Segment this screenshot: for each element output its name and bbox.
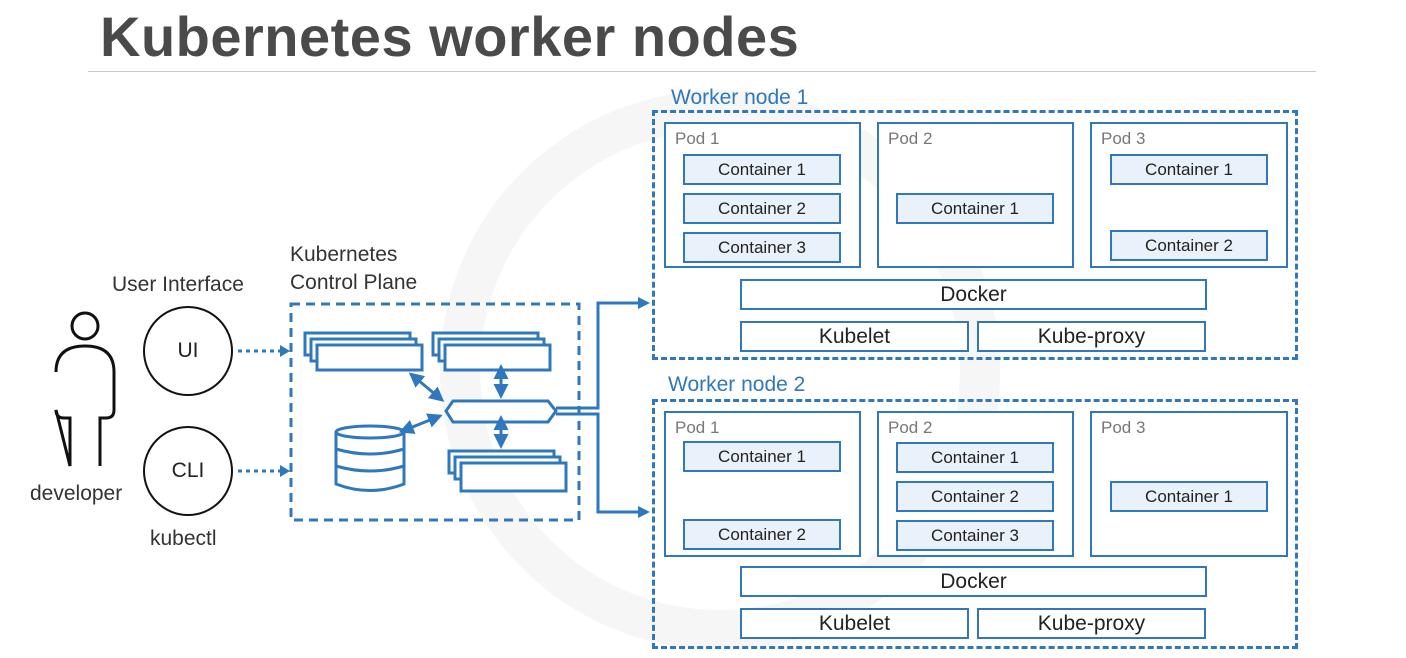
kube-proxy-bar: Kube-proxy <box>977 608 1206 639</box>
arrow-to-worker-node-1 <box>638 297 650 309</box>
ui-circle: UI <box>143 306 233 396</box>
pod-label: Pod 1 <box>675 418 720 437</box>
pod-label: Pod 1 <box>675 129 720 148</box>
pod-label: Pod 2 <box>888 418 933 437</box>
worker-node-1-pod-2: Pod 2 Container 1 <box>877 122 1074 268</box>
control-plane-to-workers-connector <box>556 301 640 514</box>
page-title: Kubernetes worker nodes <box>100 5 800 68</box>
container: Container 1 <box>896 442 1054 473</box>
container: Container 2 <box>1110 230 1268 261</box>
container: Container 3 <box>683 232 841 263</box>
hub-to-api-arrow <box>408 372 445 402</box>
kubelet-bar: Kubelet <box>740 608 969 639</box>
worker-node-1-pod-3: Pod 3 Container 1 Container 2 <box>1090 122 1288 268</box>
kubectl-label: kubectl <box>150 527 217 550</box>
api-server-hub <box>444 399 558 424</box>
container: Container 1 <box>683 441 841 472</box>
database-icon <box>334 424 406 492</box>
kube-proxy-bar: Kube-proxy <box>977 321 1206 352</box>
container: Container 2 <box>683 193 841 224</box>
docker-bar: Docker <box>740 279 1207 310</box>
kubelet-bar: Kubelet <box>740 321 969 352</box>
person-icon <box>54 311 116 467</box>
container: Container 2 <box>896 481 1054 512</box>
ui-to-control-plane-arrow <box>238 345 290 357</box>
container: Container 3 <box>896 520 1054 551</box>
arrow-to-worker-node-2 <box>638 506 650 518</box>
control-plane-box <box>289 302 581 522</box>
api-stack-left <box>303 331 424 372</box>
pod-label: Pod 3 <box>1101 418 1146 437</box>
controller-stack-right <box>431 331 552 372</box>
cli-to-control-plane-arrow <box>238 465 290 477</box>
worker-node-1-pod-1: Pod 1 Container 1 Container 2 Container … <box>664 122 861 268</box>
ui-label: UI <box>177 339 199 362</box>
worker-node-1 <box>652 110 1298 360</box>
container: Container 1 <box>1110 154 1268 185</box>
container: Container 1 <box>683 154 841 185</box>
developer-label: developer <box>30 482 123 505</box>
cli-label: CLI <box>171 459 205 482</box>
worker-node-2-title: Worker node 2 <box>668 373 806 396</box>
worker-node-2-pod-3: Pod 3 Container 1 <box>1090 411 1288 557</box>
container: Container 1 <box>1110 481 1268 512</box>
hub-to-database-arrow <box>398 413 443 434</box>
control-plane-label-line1: Kubernetes <box>290 243 398 266</box>
worker-node-2-pod-1: Pod 1 Container 1 Container 2 <box>664 411 861 557</box>
worker-node-1-title: Worker node 1 <box>671 86 809 109</box>
container: Container 1 <box>896 193 1054 224</box>
pod-label: Pod 3 <box>1101 129 1146 148</box>
control-plane-label-line2: Control Plane <box>290 271 418 294</box>
docker-bar: Docker <box>740 566 1207 597</box>
cli-circle: CLI <box>143 426 233 516</box>
worker-node-2-pod-2: Pod 2 Container 1 Container 2 Container … <box>877 411 1074 557</box>
pod-label: Pod 2 <box>888 129 933 148</box>
scheduler-stack <box>447 449 568 493</box>
title-divider <box>88 71 1316 72</box>
user-interface-heading: User Interface <box>112 273 244 296</box>
container: Container 2 <box>683 519 841 550</box>
worker-node-2 <box>652 399 1298 649</box>
